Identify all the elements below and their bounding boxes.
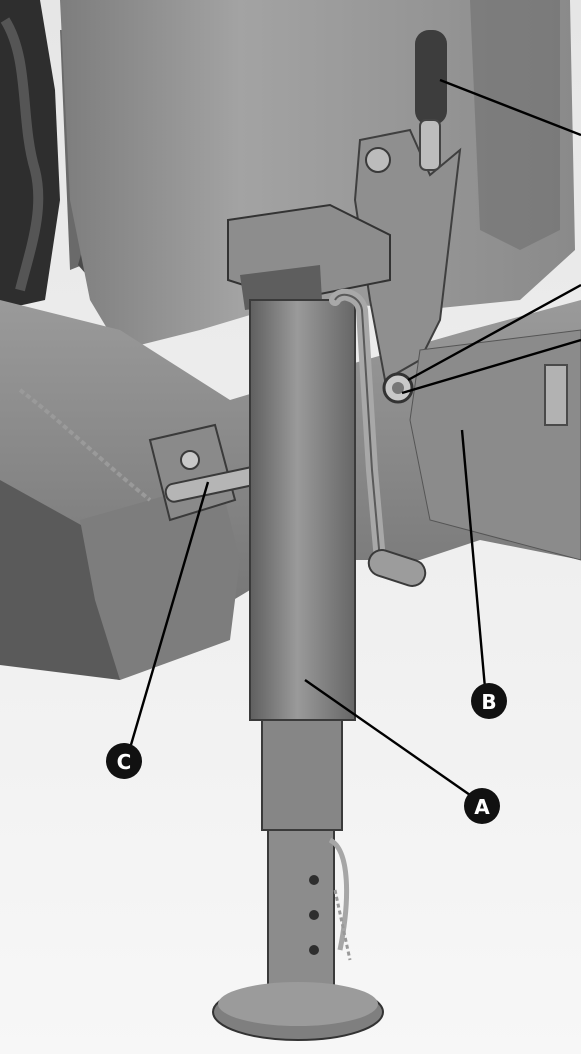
leader-line-a: [304, 679, 471, 796]
lever-assembly: [353, 30, 462, 404]
frame-side-plate: [80, 480, 240, 680]
callout-a: A: [464, 788, 500, 824]
callout-c-label: C: [117, 750, 132, 774]
callout-a-label: A: [474, 795, 490, 819]
callout-b: B: [471, 683, 507, 719]
callout-c: C: [106, 743, 142, 779]
frame-front-face: [0, 480, 130, 680]
leader-line-c: [126, 481, 210, 756]
leader-lines: [126, 78, 581, 796]
leader-line-bolt-lower: [401, 338, 581, 395]
callout-b-label: B: [481, 690, 496, 714]
jack-stand: [212, 203, 391, 1041]
leader-line-handle: [439, 78, 581, 137]
leader-line-b: [460, 429, 487, 689]
side-bracket: [409, 329, 581, 561]
crank-handle: [329, 288, 427, 587]
tank-shadow: [470, 0, 560, 250]
leader-line-bolt-upper: [407, 283, 581, 382]
safety-chain: [18, 388, 152, 502]
hitch-pin: [148, 423, 271, 522]
